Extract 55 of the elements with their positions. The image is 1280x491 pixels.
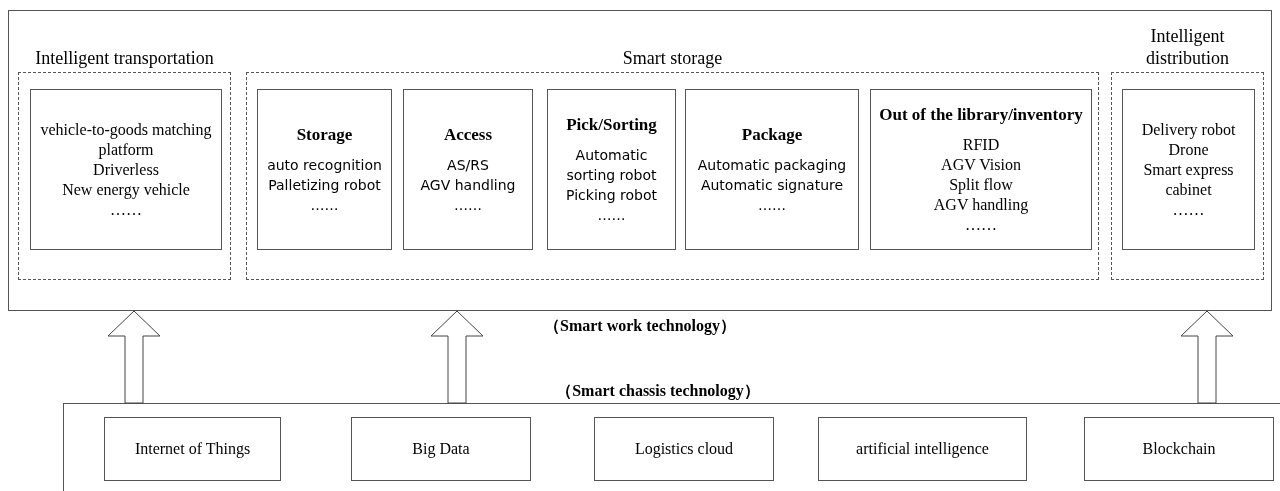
card-text: RFID (962, 134, 1000, 155)
card-text: Automatic packaging (697, 155, 847, 175)
card-title: Pick/Sorting (566, 114, 657, 135)
layer-heading: （Smart work technology） (543, 316, 737, 337)
card-text: Drone (1168, 139, 1209, 160)
technology-card (818, 417, 1027, 481)
card-text: Big Data (412, 439, 470, 459)
group-heading: Intelligent distribution (1145, 25, 1230, 69)
technology-card (547, 89, 676, 250)
card-text: AGV handling (420, 175, 516, 195)
card-text: AS/RS (447, 155, 489, 175)
hollow-arrow (1180, 310, 1234, 404)
card-text: …… (454, 195, 482, 215)
card-text: Automatic sorting robot (565, 145, 658, 185)
technology-card (1122, 89, 1255, 250)
card-text: vehicle-to-goods matching platform (39, 119, 213, 160)
hollow-arrow (430, 310, 484, 404)
card-text: AGV Vision (941, 154, 1021, 175)
hollow-arrow (107, 310, 161, 404)
technology-card (403, 89, 533, 250)
group-heading: Intelligent transportation (34, 47, 215, 69)
card-text: …… (758, 195, 786, 215)
card-text: Driverless (93, 159, 159, 180)
card-title: Out of the library/inventory (879, 104, 1083, 125)
card-text: Picking robot (566, 185, 657, 205)
technology-card (104, 417, 281, 481)
card-text: …… (110, 199, 142, 220)
technology-card (685, 89, 859, 250)
card-text: Palletizing robot (268, 175, 381, 195)
card-title: Access (443, 124, 493, 145)
card-text: Internet of Things (134, 439, 251, 459)
card-title: Storage (296, 124, 353, 145)
card-text: …… (310, 195, 339, 215)
technology-card (351, 417, 531, 481)
card-text: …… (965, 214, 997, 235)
card-text: Smart express cabinet (1142, 159, 1235, 200)
card-text: Split flow (949, 174, 1013, 195)
card-text: Blockchain (1142, 439, 1216, 459)
technology-card (1084, 417, 1274, 481)
card-text: New energy vehicle (62, 179, 190, 200)
card-text: auto recognition (267, 155, 382, 175)
technology-card (30, 89, 222, 250)
card-text: Automatic signature (700, 175, 844, 195)
group-heading: Smart storage (621, 47, 724, 69)
card-text: …… (1172, 199, 1205, 220)
card-text: AGV handling (933, 194, 1029, 215)
card-text: artificial intelligence (856, 439, 989, 459)
card-text: …… (597, 205, 626, 225)
card-text: Delivery robot (1141, 119, 1236, 140)
card-text: Logistics cloud (634, 439, 734, 459)
card-title: Package (741, 124, 803, 145)
layer-heading: （Smart chassis technology） (555, 381, 761, 402)
technology-card (870, 89, 1092, 250)
technology-card (257, 89, 392, 250)
technology-card (594, 417, 774, 481)
